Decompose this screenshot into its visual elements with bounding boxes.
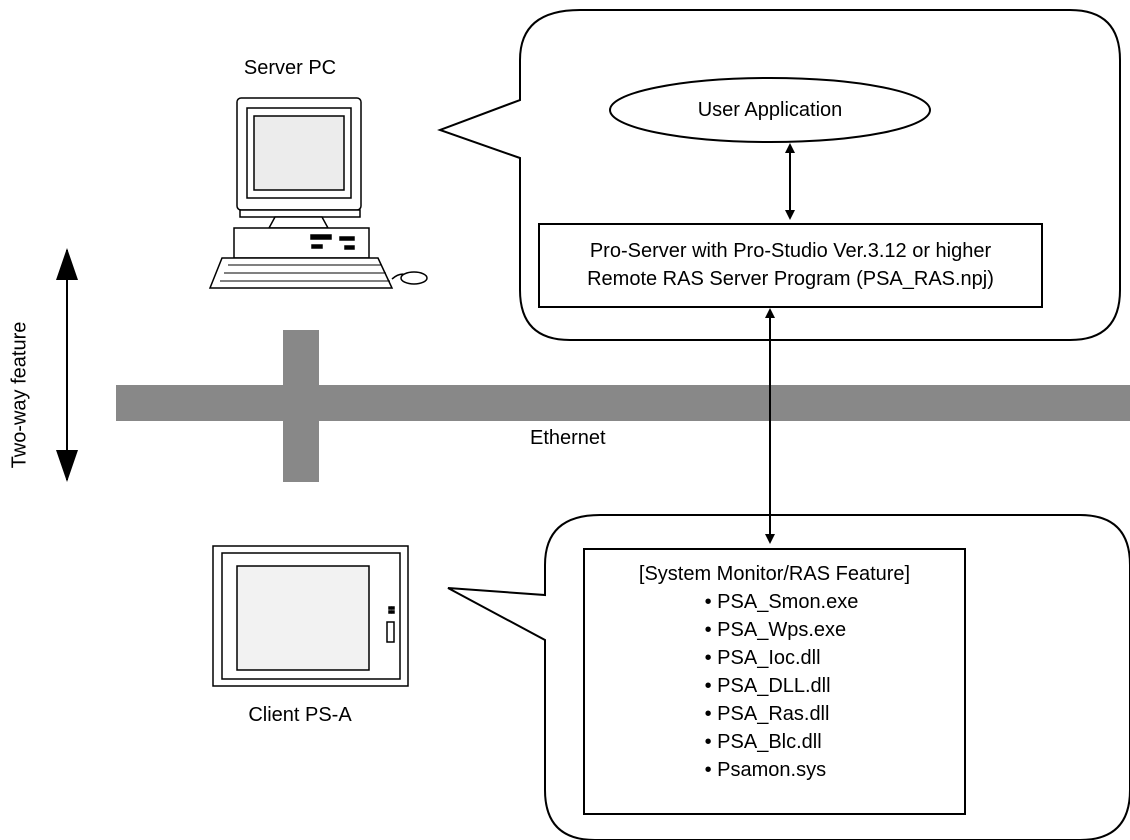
- two-way-feature-text: Two-way feature: [8, 321, 31, 469]
- two-way-feature-label: Two-way feature: [0, 322, 40, 469]
- panel-screen: [236, 565, 370, 671]
- ethernet-bar: [116, 385, 1130, 421]
- server-pc-label: Server PC: [243, 57, 337, 79]
- feature-item-blc: PSA_Blc.dll: [705, 728, 859, 756]
- network-drop-bar: [283, 330, 319, 482]
- ethernet-label: Ethernet: [530, 427, 606, 449]
- user-application-label: User Application: [697, 99, 843, 121]
- client-box-title: [System Monitor/RAS Feature]: [638, 563, 911, 585]
- feature-item-wps: PSA_Wps.exe: [705, 616, 859, 644]
- feature-item-ioc: PSA_Ioc.dll: [705, 644, 859, 672]
- client-panel-icon: [212, 545, 409, 687]
- feature-item-psamon: Psamon.sys: [705, 756, 859, 784]
- server-box-line1: Pro-Server with Pro-Studio Ver.3.12 or h…: [589, 240, 992, 262]
- feature-item-dll: PSA_DLL.dll: [705, 672, 859, 700]
- user-application-ellipse: [609, 77, 931, 143]
- client-feature-box: [System Monitor/RAS Feature] PSA_Smon.ex…: [583, 548, 966, 815]
- feature-item-ras: PSA_Ras.dll: [705, 700, 859, 728]
- feature-item-smon: PSA_Smon.exe: [705, 588, 858, 616]
- monitor-stand: [267, 216, 330, 229]
- server-box-line2: Remote RAS Server Program (PSA_RAS.npj): [587, 268, 994, 290]
- monitor-screen: [253, 115, 345, 191]
- panel-card-slot: [386, 621, 395, 643]
- client-feature-list: [System Monitor/RAS Feature] PSA_Smon.ex…: [585, 560, 964, 784]
- server-pc-icon: [208, 97, 428, 289]
- two-way-arrow-head-down: [56, 450, 78, 482]
- pc-desktop-case: [233, 227, 370, 259]
- mouse: [400, 271, 428, 285]
- client-label: Client PS-A: [248, 704, 352, 726]
- monitor-control-strip: [239, 209, 361, 218]
- server-program-box: Pro-Server with Pro-Studio Ver.3.12 or h…: [538, 223, 1043, 308]
- feature-items: PSA_Smon.exe PSA_Wps.exe PSA_Ioc.dll PSA…: [705, 588, 859, 784]
- two-way-arrow-head-up: [56, 248, 78, 280]
